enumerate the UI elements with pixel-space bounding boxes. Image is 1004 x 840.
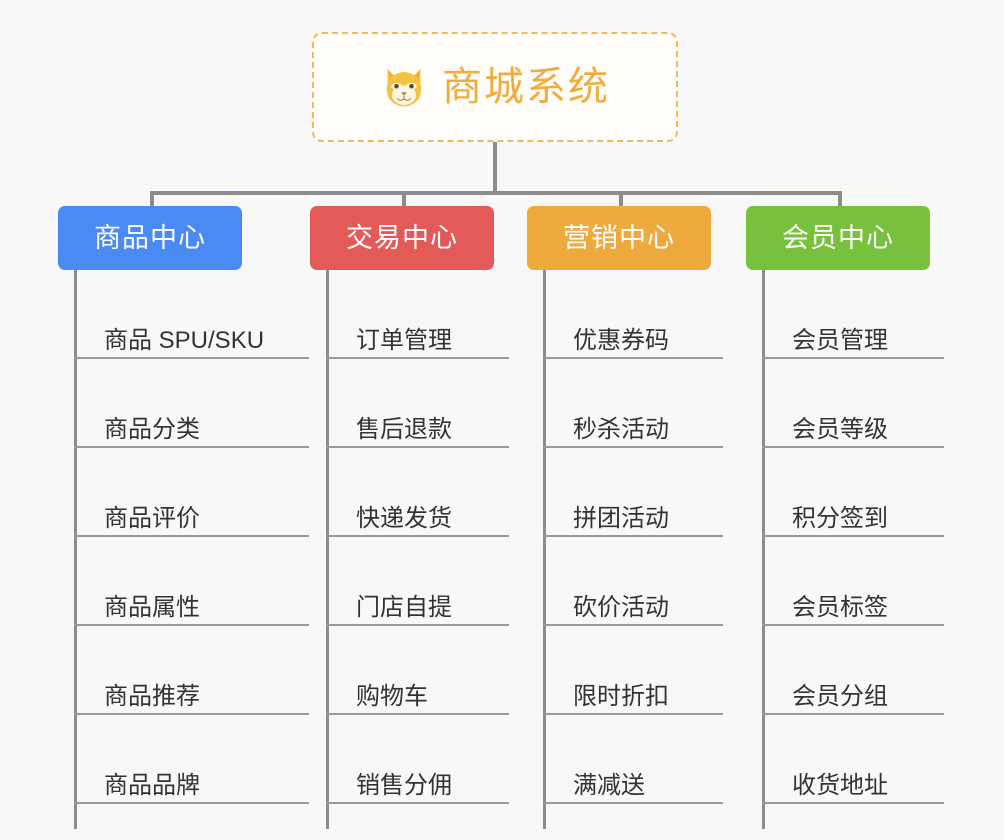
leaf-item[interactable]: 收货地址 [762,715,944,804]
leaf-label: 会员管理 [792,326,888,354]
connector-drop-4 [838,191,842,217]
leaf-item[interactable]: 优惠券码 [543,270,723,359]
category-label: 商品中心 [94,222,206,253]
root-node[interactable]: 商城系统 [312,32,678,142]
root-title: 商城系统 [442,65,610,109]
leaf-label: 会员等级 [792,415,888,443]
leaf-item[interactable]: 商品属性 [74,537,309,626]
leaf-item[interactable]: 限时折扣 [543,626,723,715]
leaf-item[interactable]: 拼团活动 [543,448,723,537]
dog-face-icon [386,69,422,107]
leaf-label: 秒杀活动 [573,415,669,443]
connector-drop-3 [619,191,623,217]
leaf-label: 商品分类 [104,415,200,443]
leaf-label: 商品品牌 [104,771,200,799]
leaf-label: 满减送 [573,771,645,799]
category-node-marketing[interactable]: 营销中心 [527,206,711,270]
leaf-label: 订单管理 [356,326,452,354]
leaf-label: 销售分佣 [356,771,452,799]
leaf-spine [762,270,765,829]
connector-horizontal-bus [150,191,842,195]
leaf-item[interactable]: 订单管理 [326,270,509,359]
leaf-item[interactable]: 会员等级 [762,359,944,448]
leaf-item[interactable]: 商品分类 [74,359,309,448]
leaf-group-product: 商品 SPU/SKU 商品分类 商品评价 商品属性 商品推荐 商品品牌 [74,270,309,829]
leaf-label: 会员分组 [792,682,888,710]
leaf-label: 会员标签 [792,593,888,621]
leaf-item[interactable]: 积分签到 [762,448,944,537]
leaf-label: 商品推荐 [104,682,200,710]
leaf-item[interactable]: 商品推荐 [74,626,309,715]
leaf-item[interactable]: 销售分佣 [326,715,509,804]
leaf-item[interactable]: 售后退款 [326,359,509,448]
leaf-spine [543,270,546,829]
leaf-item[interactable]: 门店自提 [326,537,509,626]
leaf-item[interactable]: 购物车 [326,626,509,715]
category-node-trade[interactable]: 交易中心 [310,206,494,270]
leaf-item[interactable]: 会员管理 [762,270,944,359]
leaf-label: 优惠券码 [573,326,669,354]
category-node-product[interactable]: 商品中心 [58,206,242,270]
leaf-label: 商品属性 [104,593,200,621]
root-node-content: 商城系统 [380,63,610,111]
category-label: 交易中心 [346,222,458,253]
leaf-label: 购物车 [356,682,428,710]
connector-drop-2 [402,191,406,217]
leaf-label: 拼团活动 [573,504,669,532]
leaf-item[interactable]: 砍价活动 [543,537,723,626]
leaf-item[interactable]: 满减送 [543,715,723,804]
leaf-group-member: 会员管理 会员等级 积分签到 会员标签 会员分组 收货地址 [762,270,944,829]
leaf-group-marketing: 优惠券码 秒杀活动 拼团活动 砍价活动 限时折扣 满减送 [543,270,723,829]
leaf-item[interactable]: 商品评价 [74,448,309,537]
leaf-item[interactable]: 商品 SPU/SKU [74,270,309,359]
leaf-label: 快递发货 [356,504,452,532]
category-node-member[interactable]: 会员中心 [746,206,930,270]
leaf-label: 商品 SPU/SKU [104,326,265,354]
leaf-label: 砍价活动 [573,593,669,621]
leaf-label: 商品评价 [104,504,200,532]
leaf-spine [326,270,329,829]
leaf-item[interactable]: 快递发货 [326,448,509,537]
leaf-item[interactable]: 会员标签 [762,537,944,626]
leaf-item[interactable]: 秒杀活动 [543,359,723,448]
leaf-group-trade: 订单管理 售后退款 快递发货 门店自提 购物车 销售分佣 [326,270,509,829]
leaf-label: 收货地址 [792,771,888,799]
category-label: 营销中心 [563,222,675,253]
leaf-item[interactable]: 商品品牌 [74,715,309,804]
category-label: 会员中心 [782,222,894,253]
leaf-label: 限时折扣 [573,682,669,710]
connector-drop-1 [150,191,154,217]
leaf-spine [74,270,77,829]
connector-root-stem [493,142,497,194]
leaf-item[interactable]: 会员分组 [762,626,944,715]
leaf-label: 售后退款 [356,415,452,443]
leaf-label: 积分签到 [792,504,888,532]
leaf-label: 门店自提 [356,593,452,621]
